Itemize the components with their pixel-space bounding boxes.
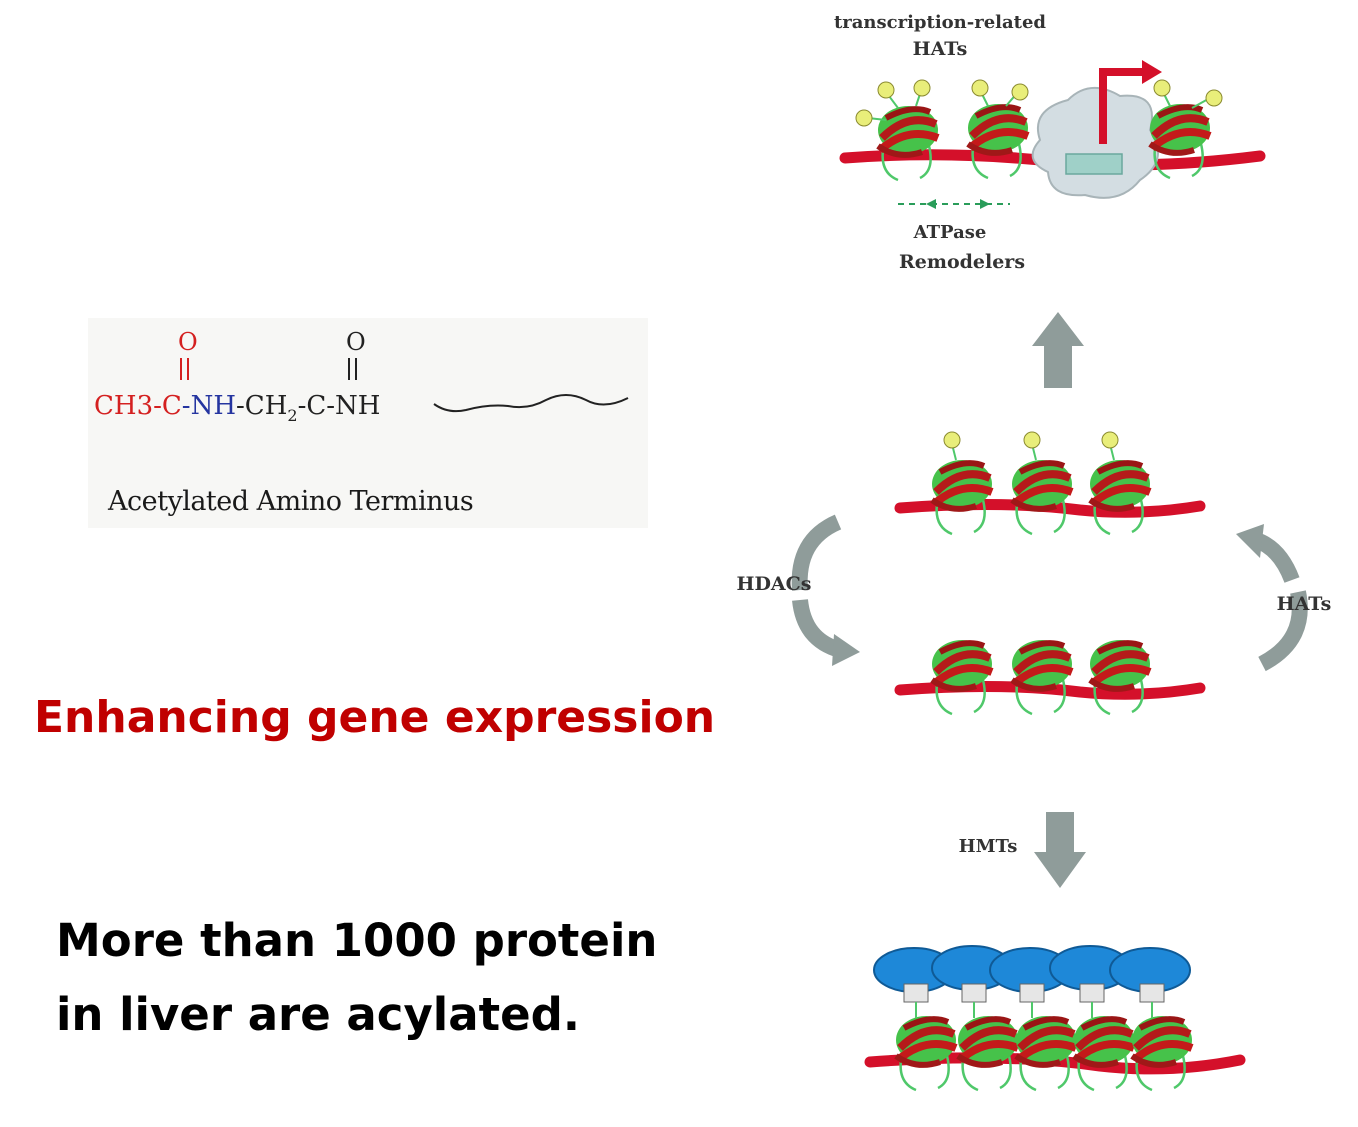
nucleosome-methylated-2 [958,1016,1018,1090]
acetylated-amino-terminus-structure: O O CH3-C-NH-CH2-C-NH [94,328,629,425]
hats-arrowhead [1236,524,1264,558]
headline: Enhancing gene expression [34,692,716,743]
nucleosome-acetylated-3 [1090,460,1150,534]
top-label-line-1: transcription-related [834,12,1046,33]
nucleosome-acetylated-2 [1012,460,1072,534]
nucleosome-methylated-5 [1132,1016,1192,1090]
promoter-box [1065,153,1123,175]
hp1-protein-row [873,945,1191,993]
hdacs-arrowhead [832,634,860,666]
acetyl-marks-middle [943,431,1119,461]
nucleosome-deacetylated-1 [932,640,992,714]
nucleosome-top-1 [878,106,938,180]
methylene-subscript: 2 [287,406,297,425]
acetyl-group: CH3-C [94,391,182,421]
nucleosome-methylated-3 [1016,1016,1076,1090]
up-arrow-to-transcription [1032,312,1084,388]
terminal-nh: -NH [326,391,380,421]
chemical-structure-panel: O O CH3-C-NH-CH2-C-NH Acetylated Amino T… [88,318,648,528]
structure-caption: Acetylated Amino Terminus [108,486,474,517]
atpase-label-line-2: Remodelers [899,251,1025,273]
transcription-start-arrow [1099,68,1145,144]
carbonyl-oxygen-2: O [346,328,366,356]
top-label-line-2: HATs [913,38,968,60]
nucleosome-methylated-1 [896,1016,956,1090]
methyl-marks [903,983,1165,1018]
peptide-chain-line [433,394,629,413]
nucleosome-deacetylated-3 [1090,640,1150,714]
hdacs-curved-arrow-upper [791,514,842,591]
carbonyl-oxygen-1: O [178,328,198,356]
hats-label: HATs [1277,593,1332,615]
body-text-line-1: More than 1000 protein [56,914,658,967]
nucleosome-acetylated-1 [932,460,992,534]
atpase-label-line-1: ATPase [913,222,987,243]
body-text-line-2: in liver are acylated. [56,988,580,1041]
nucleosome-methylated-4 [1074,1016,1134,1090]
transcription-arrowhead [1142,60,1162,84]
methylene: -CH [236,391,287,421]
rna-polymerase-complex [1031,87,1159,199]
hmts-label: HMTs [959,836,1018,857]
nucleosome-deacetylated-2 [1012,640,1072,714]
hats-curved-arrow-lower [1258,590,1308,672]
amide-nh: -NH [182,391,236,421]
second-carbon: -C [298,391,327,421]
hmts-down-arrow [1034,812,1086,888]
chromatin-modification-diagram: transcription-related HATs ATPase Remode… [737,12,1332,1127]
chemical-formula: CH3-C-NH-CH2-C-NH [94,391,380,425]
acetyl-marks-top [855,79,1223,127]
hdacs-label: HDACs [737,573,812,595]
nucleosome-top-2 [968,104,1028,178]
